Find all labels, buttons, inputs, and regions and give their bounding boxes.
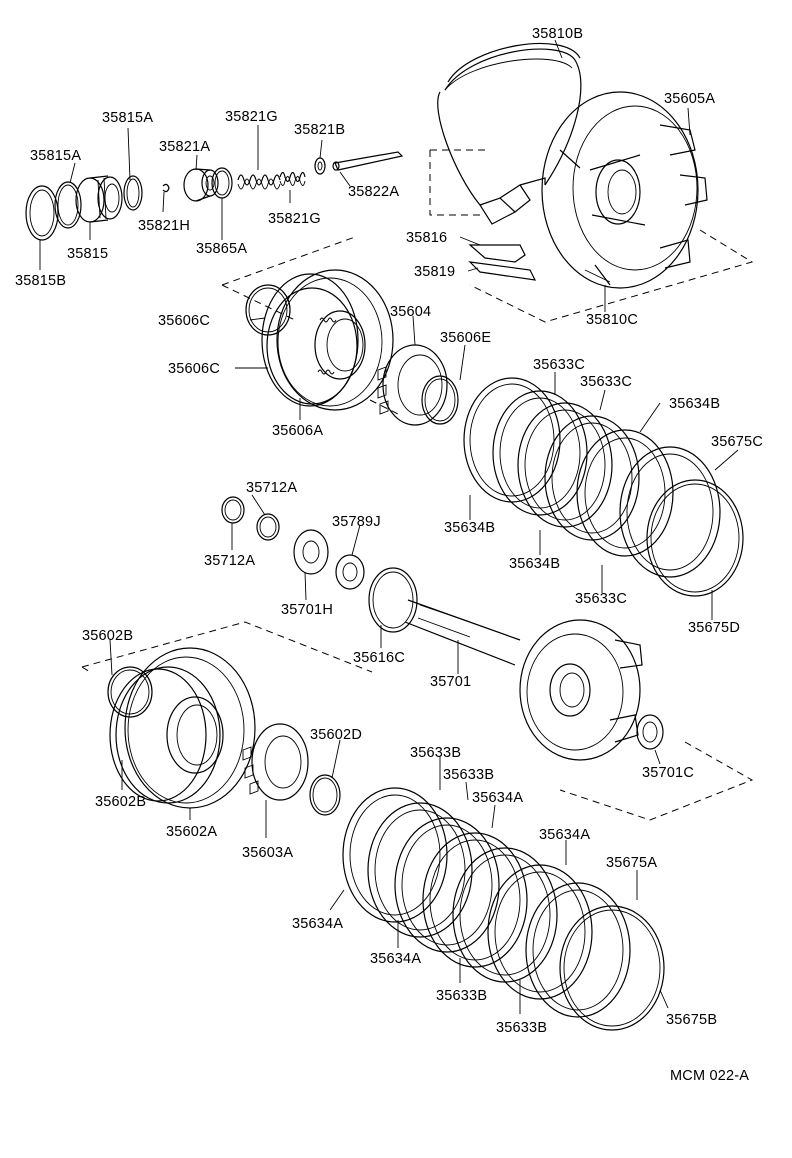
ring-35712a-1 xyxy=(221,496,245,524)
spring-35821g-large xyxy=(237,174,281,190)
label-35822a: 35822A xyxy=(348,184,399,200)
shaft-35701 xyxy=(368,567,643,761)
piston-35821a xyxy=(183,168,219,202)
bearing-35701h xyxy=(293,529,329,575)
oring-35865a xyxy=(211,167,233,199)
label-35633b-1: 35633B xyxy=(410,745,461,761)
piston-35815 xyxy=(75,175,123,223)
clutch-drum-35602a xyxy=(115,647,256,809)
snap-ring-35815b xyxy=(25,185,59,241)
label-35633c-2: 35633C xyxy=(580,374,632,390)
clutch-pack-lower xyxy=(342,787,665,1031)
label-35606e: 35606E xyxy=(440,330,491,346)
label-35816: 35816 xyxy=(406,230,447,246)
label-35634a-1: 35634A xyxy=(472,790,523,806)
oring-35602b xyxy=(107,666,207,802)
label-35606c-1: 35606C xyxy=(158,313,210,329)
dashed-assembly-boxes xyxy=(81,149,754,821)
label-35810c: 35810C xyxy=(586,312,638,328)
label-35789j: 35789J xyxy=(332,514,381,530)
washer-35701c xyxy=(636,714,664,750)
label-35606c-2: 35606C xyxy=(168,361,220,377)
label-35634a-2: 35634A xyxy=(539,827,590,843)
bearing-35604 xyxy=(377,344,448,426)
label-35819: 35819 xyxy=(414,264,455,280)
washer-35821b xyxy=(314,157,326,175)
label-35616c: 35616C xyxy=(353,650,405,666)
label-35821g-top: 35821G xyxy=(225,109,278,125)
washer-35789j xyxy=(335,554,365,590)
label-35602b-1: 35602B xyxy=(82,628,133,644)
rod-35822a xyxy=(332,151,404,171)
label-35604: 35604 xyxy=(390,304,431,320)
label-35712a-1: 35712A xyxy=(246,480,297,496)
brake-band-35810b xyxy=(437,42,582,225)
label-35633c-1: 35633C xyxy=(533,357,585,373)
label-35602a: 35602A xyxy=(166,824,217,840)
ring-35815a-right xyxy=(123,175,143,211)
label-35675d: 35675D xyxy=(688,620,740,636)
label-35633b-2: 35633B xyxy=(443,767,494,783)
label-35605a: 35605A xyxy=(664,91,715,107)
label-35701: 35701 xyxy=(430,674,471,690)
ring-35606e xyxy=(421,375,459,425)
leader-lines xyxy=(39,39,739,1014)
label-35712a-2: 35712A xyxy=(204,553,255,569)
label-35633b-3: 35633B xyxy=(436,988,487,1004)
label-35821h: 35821H xyxy=(138,218,190,234)
bearing-35603a xyxy=(242,723,309,801)
label-35865a: 35865A xyxy=(196,241,247,257)
label-35815b: 35815B xyxy=(15,273,66,289)
clip-35821h xyxy=(162,183,170,193)
clip-35816-35819 xyxy=(468,244,611,283)
label-35606a: 35606A xyxy=(272,423,323,439)
ring-35602d xyxy=(309,774,341,816)
spring-35821g-small xyxy=(279,171,306,186)
label-35821a: 35821A xyxy=(159,139,210,155)
label-35602b-2: 35602B xyxy=(95,794,146,810)
label-35634a-4: 35634A xyxy=(370,951,421,967)
label-35675a: 35675A xyxy=(606,855,657,871)
label-35675c: 35675C xyxy=(711,434,763,450)
label-35675b: 35675B xyxy=(666,1012,717,1028)
label-35634b-1: 35634B xyxy=(669,396,720,412)
label-35634a-3: 35634A xyxy=(292,916,343,932)
clutch-drum-35606a xyxy=(266,269,394,411)
label-35633b-4: 35633B xyxy=(496,1020,547,1036)
label-35815: 35815 xyxy=(67,246,108,262)
oring-35606c xyxy=(245,284,291,336)
label-35815a: 35815A xyxy=(102,110,153,126)
clutch-pack-upper xyxy=(463,377,744,597)
diagram-code: MCM 022-A xyxy=(670,1068,749,1084)
label-35602d: 35602D xyxy=(310,727,362,743)
oring-35606c-2 xyxy=(261,273,359,407)
label-35701c: 35701C xyxy=(642,765,694,781)
ring-35815a-left xyxy=(54,181,82,229)
drum-35605a xyxy=(541,91,708,289)
ring-35712a-2 xyxy=(256,513,280,541)
label-35821b: 35821B xyxy=(294,122,345,138)
label-35701h: 35701H xyxy=(281,602,333,618)
label-35634b-2: 35634B xyxy=(444,520,495,536)
label-35633c-3: 35633C xyxy=(575,591,627,607)
label-35821g-bot: 35821G xyxy=(268,211,321,227)
part-labels: 35810B 35605A 35815A 35821G 35821B 35821… xyxy=(15,26,763,1084)
label-35634b-3: 35634B xyxy=(509,556,560,572)
label-35815a-2: 35815A xyxy=(30,148,81,164)
label-35603a: 35603A xyxy=(242,845,293,861)
label-35810b: 35810B xyxy=(532,26,583,42)
